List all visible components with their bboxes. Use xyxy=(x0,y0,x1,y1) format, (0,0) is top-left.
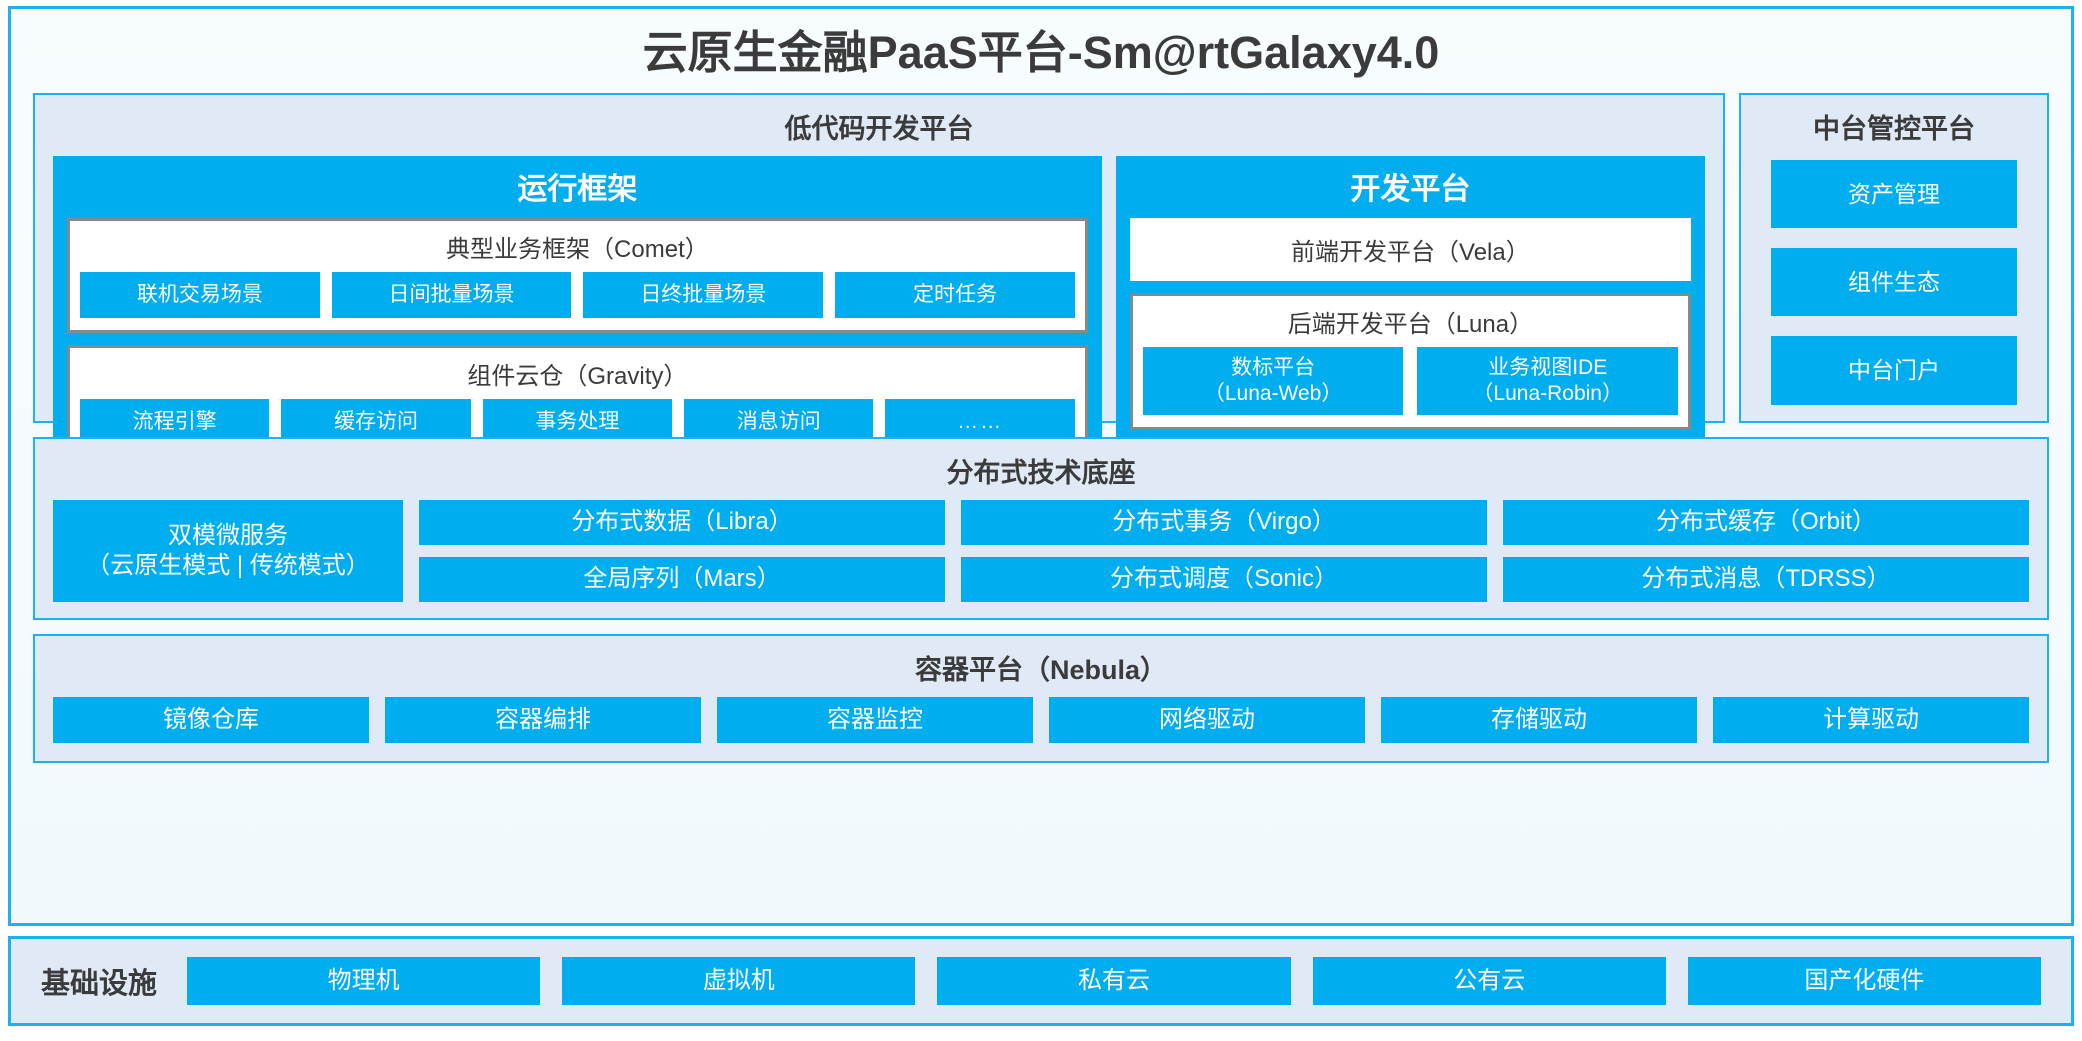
midoffice-title: 中台管控平台 xyxy=(1813,113,1975,144)
container-item-orchestration[interactable]: 容器编排 xyxy=(385,696,701,743)
distributed-base-title: 分布式技术底座 xyxy=(946,457,1136,488)
development-platform-block: 开发平台 前端开发平台（Vela） 后端开发平台（Luna） 数标平台 （Lun… xyxy=(1115,155,1705,470)
backend-platform-items: 数标平台 （Luna-Web） 业务视图IDE （Luna-Robin） xyxy=(1142,346,1679,415)
page-title: 云原生金融PaaS平台-Sm@rtGalaxy4.0 xyxy=(642,27,1440,78)
infrastructure-item-domestic-hardware[interactable]: 国产化硬件 xyxy=(1687,957,2042,1005)
distributed-base-body: 双模微服务 （云原生模式 | 传统模式） 分布式数据（Libra） 全局序列（M… xyxy=(35,499,2047,618)
infrastructure-item-virtual-machine[interactable]: 虚拟机 xyxy=(562,957,916,1005)
container-platform-wrap: 容器平台（Nebula） 镜像仓库 容器编排 容器监控 网络驱动 存储驱动 计算… xyxy=(11,620,2071,763)
luna-web-line1: 数标平台 xyxy=(1231,355,1316,379)
container-platform-items: 镜像仓库 容器编排 容器监控 网络驱动 存储驱动 计算驱动 xyxy=(35,696,2047,761)
comet-item-eod-batch[interactable]: 日终批量场景 xyxy=(583,271,824,318)
dual-mode-microservice-wrap: 双模微服务 （云原生模式 | 传统模式） xyxy=(53,499,403,602)
infrastructure-item-private-cloud[interactable]: 私有云 xyxy=(937,957,1291,1005)
luna-robin-line2: （Luna-Robin） xyxy=(1472,381,1623,405)
luna-web-line2: （Luna-Web） xyxy=(1203,381,1343,405)
runtime-framework-title: 运行框架 xyxy=(517,172,638,206)
infrastructure-label: 基础设施 xyxy=(41,968,158,1000)
infrastructure-item-public-cloud[interactable]: 公有云 xyxy=(1312,957,1666,1005)
midoffice-item-component-ecosystem[interactable]: 组件生态 xyxy=(1771,248,2017,317)
comet-title: 典型业务框架（Comet） xyxy=(446,235,709,263)
lowcode-platform-title: 低代码开发平台 xyxy=(784,113,974,144)
development-platform-title: 开发平台 xyxy=(1350,172,1471,206)
midoffice-group: 中台管控平台 资产管理 组件生态 中台门户 xyxy=(1739,92,2049,423)
comet-item-intraday-batch[interactable]: 日间批量场景 xyxy=(331,271,572,318)
luna-robin-item[interactable]: 业务视图IDE （Luna-Robin） xyxy=(1417,346,1679,415)
dual-mode-microservice-item[interactable]: 双模微服务 （云原生模式 | 传统模式） xyxy=(53,499,403,602)
dual-mode-line2: （云原生模式 | 传统模式） xyxy=(86,551,370,579)
midoffice-item-portal[interactable]: 中台门户 xyxy=(1771,336,2017,405)
distributed-item-tdrss[interactable]: 分布式消息（TDRSS） xyxy=(1503,556,2029,602)
lowcode-platform-group: 低代码开发平台 运行框架 典型业务框架（Comet） 联机交易场景 日间批量场景… xyxy=(33,92,1725,470)
top-row: 低代码开发平台 运行框架 典型业务框架（Comet） 联机交易场景 日间批量场景… xyxy=(11,92,2071,470)
distributed-base-wrap: 分布式技术底座 双模微服务 （云原生模式 | 传统模式） 分布式数据（Libra… xyxy=(11,423,2071,620)
container-item-storage-driver[interactable]: 存储驱动 xyxy=(1381,696,1697,743)
lowcode-platform-body: 运行框架 典型业务框架（Comet） 联机交易场景 日间批量场景 日终批量场景 … xyxy=(35,155,1723,486)
frontend-platform-box[interactable]: 前端开发平台（Vela） xyxy=(1129,217,1691,281)
distributed-item-virgo[interactable]: 分布式事务（Virgo） xyxy=(961,499,1487,545)
dual-mode-line1: 双模微服务 xyxy=(168,521,288,549)
container-item-image-registry[interactable]: 镜像仓库 xyxy=(53,696,369,743)
distributed-item-orbit[interactable]: 分布式缓存（Orbit） xyxy=(1503,499,2029,545)
container-platform-title: 容器平台（Nebula） xyxy=(914,654,1168,685)
luna-robin-line1: 业务视图IDE xyxy=(1488,355,1608,379)
distributed-base-group: 分布式技术底座 双模微服务 （云原生模式 | 传统模式） 分布式数据（Libra… xyxy=(33,436,2049,620)
distributed-item-mars[interactable]: 全局序列（Mars） xyxy=(419,556,945,602)
distributed-col-3: 分布式缓存（Orbit） 分布式消息（TDRSS） xyxy=(1503,499,2029,602)
comet-items: 联机交易场景 日间批量场景 日终批量场景 定时任务 xyxy=(80,271,1075,318)
comet-item-online-transaction[interactable]: 联机交易场景 xyxy=(80,271,320,318)
midoffice-items: 资产管理 组件生态 中台门户 xyxy=(1741,156,2047,405)
gravity-title: 组件云仓（Gravity） xyxy=(467,362,688,390)
container-item-compute-driver[interactable]: 计算驱动 xyxy=(1713,696,2029,743)
comet-box: 典型业务框架（Comet） 联机交易场景 日间批量场景 日终批量场景 定时任务 xyxy=(67,217,1088,333)
luna-web-item[interactable]: 数标平台 （Luna-Web） xyxy=(1142,346,1404,415)
distributed-item-libra[interactable]: 分布式数据（Libra） xyxy=(419,499,945,545)
runtime-framework-block: 运行框架 典型业务框架（Comet） 联机交易场景 日间批量场景 日终批量场景 … xyxy=(53,155,1102,470)
infrastructure-group: 基础设施 物理机 虚拟机 私有云 公有云 国产化硬件 xyxy=(8,936,2074,1026)
comet-item-scheduled-task[interactable]: 定时任务 xyxy=(835,271,1075,318)
backend-platform-title: 后端开发平台（Luna） xyxy=(1287,310,1534,338)
container-item-monitoring[interactable]: 容器监控 xyxy=(717,696,1033,743)
container-platform-group: 容器平台（Nebula） 镜像仓库 容器编排 容器监控 网络驱动 存储驱动 计算… xyxy=(33,633,2049,763)
distributed-item-sonic[interactable]: 分布式调度（Sonic） xyxy=(961,556,1487,602)
distributed-col-1: 分布式数据（Libra） 全局序列（Mars） xyxy=(419,499,945,602)
platform-panel: 云原生金融PaaS平台-Sm@rtGalaxy4.0 低代码开发平台 运行框架 … xyxy=(8,6,2074,926)
infrastructure-item-physical-machine[interactable]: 物理机 xyxy=(187,957,541,1005)
container-item-network-driver[interactable]: 网络驱动 xyxy=(1049,696,1365,743)
backend-platform-box: 后端开发平台（Luna） 数标平台 （Luna-Web） 业务视图IDE （Lu… xyxy=(1129,292,1691,430)
midoffice-item-asset-management[interactable]: 资产管理 xyxy=(1771,159,2017,229)
distributed-col-2: 分布式事务（Virgo） 分布式调度（Sonic） xyxy=(961,499,1487,602)
